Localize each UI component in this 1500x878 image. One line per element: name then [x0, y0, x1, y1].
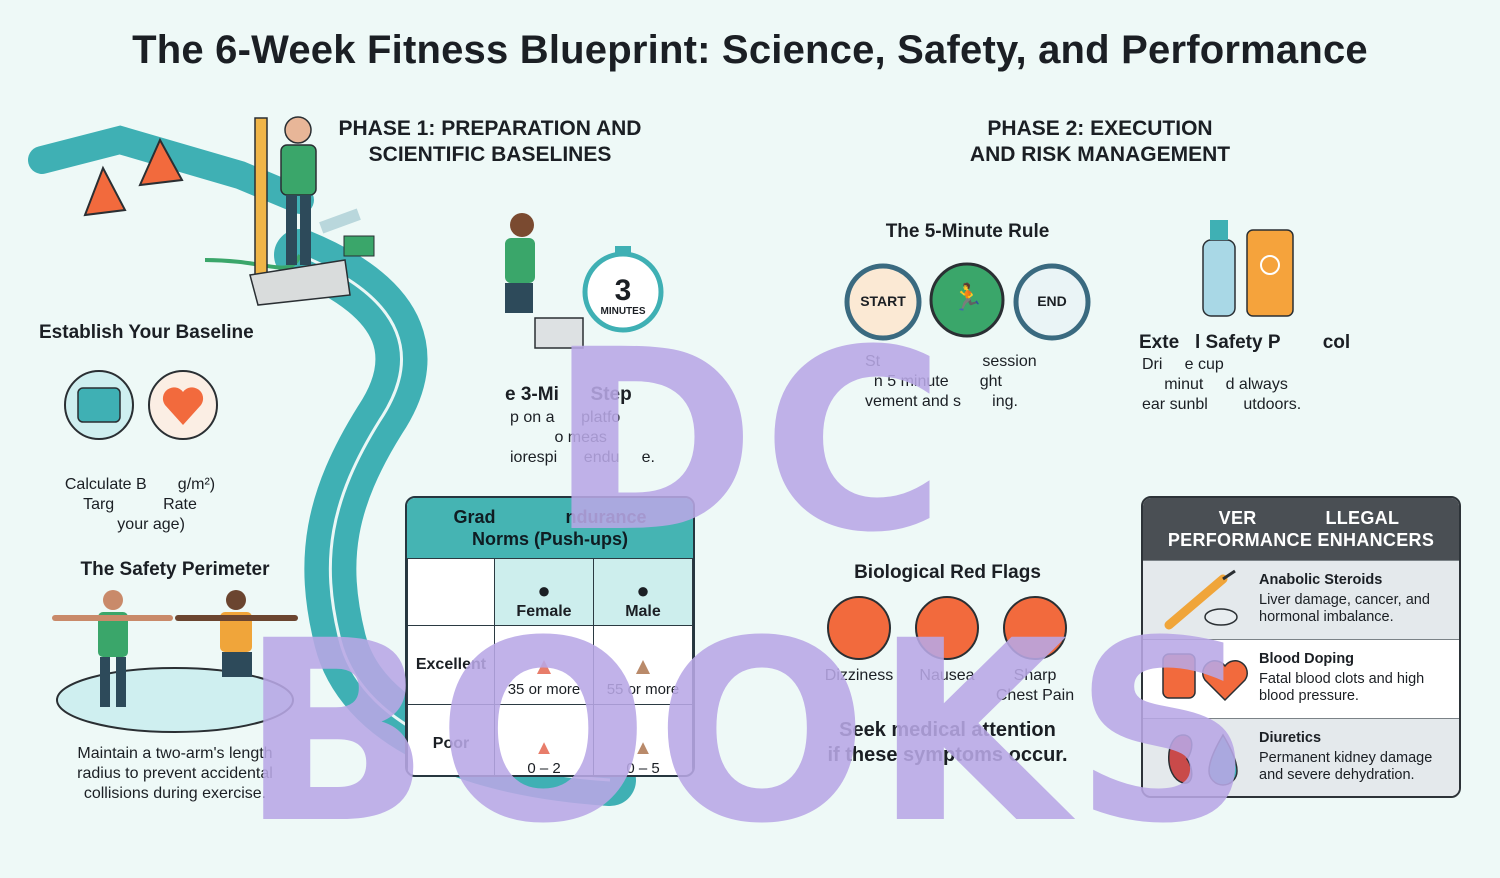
norms-header: Grad ndurance Norms (Push-ups): [407, 498, 693, 558]
table-row: Excellent ▲35 or more ▲55 or more: [407, 625, 693, 705]
list-item: Anabolic Steroids Liver damage, cancer, …: [1143, 560, 1459, 639]
five-min-text: St session n 5 minute ght vement and s i…: [865, 353, 1037, 410]
norms-corner-cell: [407, 558, 495, 626]
end-label: END: [1037, 293, 1067, 309]
phase2-heading-line1: PHASE 2: EXECUTION: [987, 117, 1213, 140]
table-row: Poor ▲0 – 2 ▲0 – 5: [407, 704, 693, 775]
phase1-heading-line1: PHASE 1: PREPARATION AND: [338, 117, 642, 140]
list-item: Diuretics Permanent kidney damage and se…: [1143, 718, 1459, 796]
cone-icon: [83, 137, 184, 217]
norms-grid: ● Female ● Male Excellent ▲35 or more ▲5…: [407, 558, 693, 775]
pushup-norms-table: Grad ndurance Norms (Push-ups) ● Female …: [405, 496, 695, 777]
col-male: ● Male: [593, 558, 693, 626]
red-flag-chest-pain: Sharp Chest Pain: [995, 667, 1075, 704]
height-scale-illustration: [249, 116, 375, 306]
illustration-layer: [28, 116, 1294, 806]
phase1-heading-line2: SCIENTIFIC BASELINES: [368, 143, 612, 166]
nausea-icon: [915, 596, 979, 660]
red-flag-dizziness: Dizziness: [824, 667, 894, 684]
bicep-icon: ▲: [534, 737, 554, 759]
external-safety-title: Exte l Safety P col: [1139, 332, 1351, 353]
step-test-title: e 3-Mi Step: [505, 384, 632, 405]
syringe-pill-icon: [1164, 569, 1238, 630]
male-avatar-icon: ●: [636, 578, 650, 603]
blood-bag-heart-icon: [1162, 653, 1248, 702]
external-safety-text: Dri e cup minut d always ear sunbl utdoo…: [1142, 356, 1302, 413]
five-min-title: The 5-Minute Rule: [885, 221, 1050, 242]
bicep-icon: ▲: [631, 653, 655, 680]
phase1-heading: PHASE 1: PREPARATION AND SCIENTIFIC BASE…: [320, 116, 660, 168]
chest-pain-icon: [1003, 596, 1067, 660]
baseline-text: Calculate B g/m²) Targ Rate your age): [64, 476, 216, 533]
red-flag-nausea: Nausea: [919, 667, 975, 684]
red-flags-title: Biological Red Flags: [854, 562, 1041, 583]
page-title: The 6-Week Fitness Blueprint: Science, S…: [132, 28, 1368, 72]
phase2-heading: PHASE 2: EXECUTION AND RISK MANAGEMENT: [930, 116, 1270, 168]
col-female: ● Female: [494, 558, 594, 626]
water-bottle-icon: [1202, 220, 1236, 317]
red-flags-warning: Seek medical attention if these symptoms…: [827, 719, 1068, 766]
timer-readout: 3 MINUTES: [600, 274, 646, 318]
list-item: Blood Doping Fatal blood clots and high …: [1143, 639, 1459, 718]
sunscreen-icon: [1246, 229, 1294, 317]
step-test-text: p on a platfo o meas iorespi endu e.: [510, 409, 655, 466]
phase2-heading-line2: AND RISK MANAGEMENT: [969, 143, 1231, 166]
perimeter-text: Maintain a two-arm's length radius to pr…: [77, 745, 273, 802]
bicep-icon: ▲: [633, 737, 653, 759]
safety-perimeter-illustration: [52, 590, 298, 733]
dizziness-icon: [827, 596, 891, 660]
start-label: START: [860, 293, 906, 309]
enhancers-header: VER LLEGAL PERFORMANCE ENHANCERS: [1143, 498, 1459, 560]
kidney-drop-icon: [1168, 733, 1238, 786]
enhancers-panel: VER LLEGAL PERFORMANCE ENHANCERS Anaboli…: [1141, 496, 1461, 798]
perimeter-title: The Safety Perimeter: [80, 559, 270, 580]
runner-icon: 🏃: [951, 282, 985, 312]
bicep-icon: ▲: [532, 653, 556, 680]
five-minute-clocks: [844, 262, 1091, 341]
female-avatar-icon: ●: [537, 578, 551, 603]
heart-icon: [148, 370, 218, 440]
baseline-title: Establish Your Baseline: [39, 322, 254, 343]
step-test-illustration: [505, 213, 664, 349]
scale-icon: [64, 370, 134, 440]
